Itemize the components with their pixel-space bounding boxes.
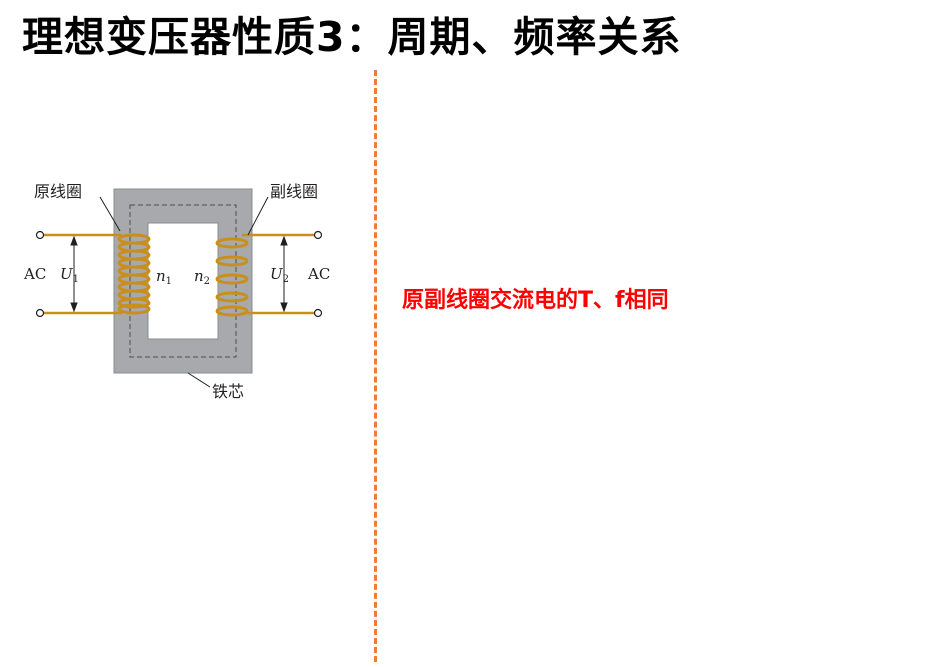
- iron-core: [113, 188, 253, 374]
- core-label: 铁芯: [212, 382, 244, 401]
- primary-coil: [117, 233, 151, 315]
- label-leaders: [99, 196, 269, 388]
- secondary-coil: [215, 237, 249, 317]
- conclusion-text: 原副线圈交流电的T、f相同: [402, 288, 669, 313]
- n1-symbol: n1: [156, 267, 172, 287]
- u1-symbol: U1: [60, 265, 79, 285]
- u2-symbol: U2: [270, 265, 289, 285]
- n2-symbol: n2: [194, 267, 210, 287]
- ac-left-label: AC: [23, 265, 46, 283]
- voltage-arrows: [70, 235, 288, 313]
- secondary-coil-label: 副线圈: [270, 182, 318, 201]
- primary-coil-label: 原线圈: [34, 182, 82, 201]
- ac-right-label: AC: [307, 265, 330, 283]
- dashed-divider: [374, 70, 377, 662]
- slide-title: 理想变压器性质3：周期、频率关系: [22, 13, 682, 61]
- transformer-diagram: 原线圈 副线圈 铁芯 AC AC U1 U2 n1 n2: [23, 182, 330, 401]
- primary-wires: [35, 230, 122, 318]
- secondary-wires: [242, 230, 323, 318]
